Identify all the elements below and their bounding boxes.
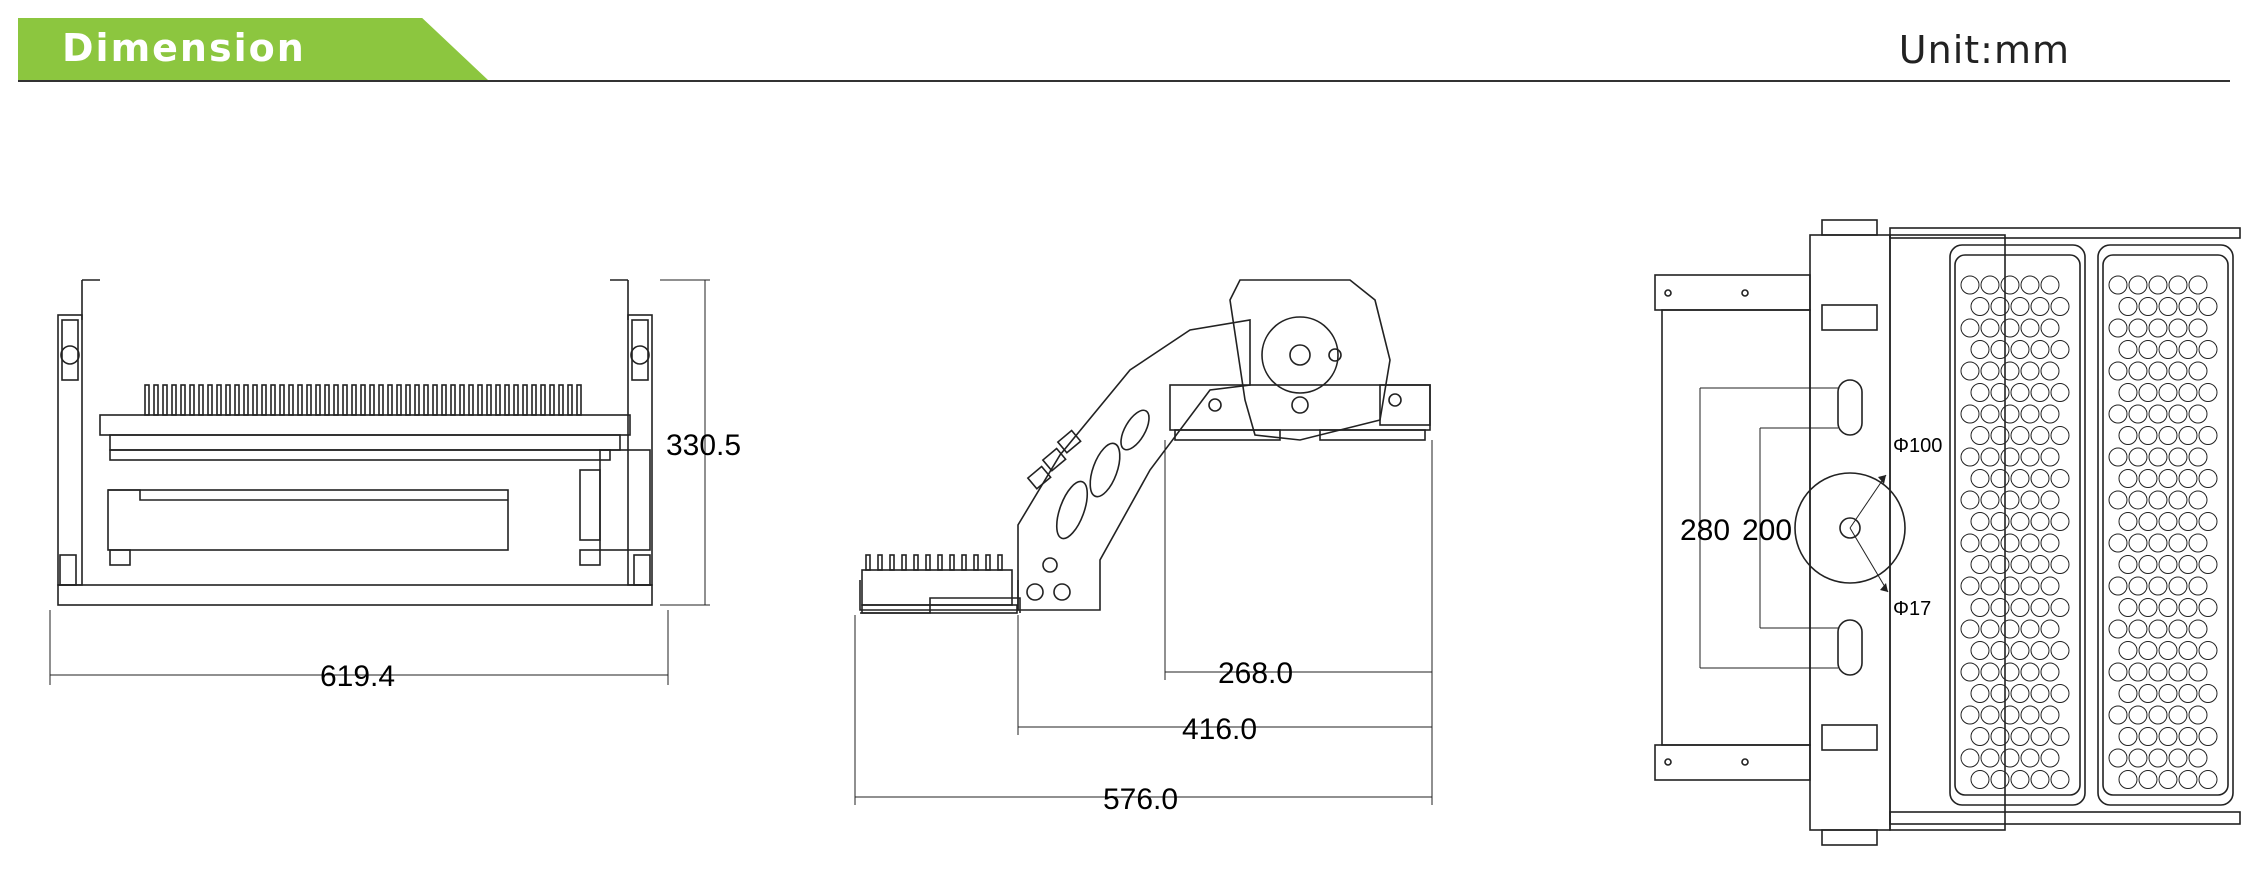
heatsink-fins xyxy=(144,384,582,416)
top-outer-span-label: 280 xyxy=(1680,514,1730,547)
top-inner-span-label: 200 xyxy=(1742,514,1792,547)
front-view xyxy=(49,279,710,685)
large-hole-label: Φ100 xyxy=(1893,435,1942,457)
section-tab xyxy=(18,18,488,80)
unit-label: Unit:mm xyxy=(1898,28,2070,72)
front-height-label: 330.5 xyxy=(666,429,741,462)
side-dim-b-label: 416.0 xyxy=(1182,713,1257,746)
top-view xyxy=(1654,219,2241,846)
header-bar: Dimension Unit:mm xyxy=(0,0,2250,90)
side-dim-a-label: 268.0 xyxy=(1218,657,1293,690)
side-dim-c-label: 576.0 xyxy=(1103,783,1178,816)
small-hole-label: Φ17 xyxy=(1893,598,1931,620)
front-width-label: 619.4 xyxy=(320,660,395,693)
header-divider xyxy=(18,80,2230,82)
side-view xyxy=(854,279,1433,805)
section-title: Dimension xyxy=(62,26,306,70)
